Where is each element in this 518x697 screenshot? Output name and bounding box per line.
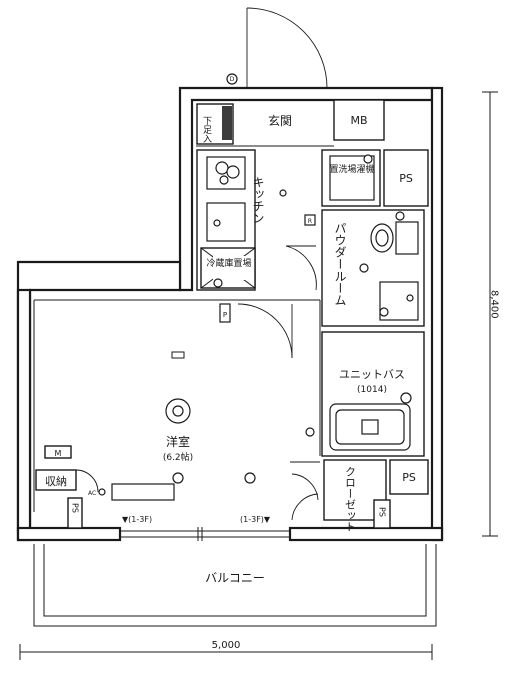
closet-label: クローゼット (344, 466, 357, 532)
ps-top-label: PS (399, 172, 413, 185)
ps-bottom-label: PS (402, 471, 416, 484)
western-room-area: 洋室 (6.2帖) P AC (33, 299, 321, 512)
r-mark: R (308, 218, 312, 225)
ac-mark: AC (88, 490, 96, 497)
storage-area: M 収納 PS (35, 445, 99, 529)
kitchen-area: キッチン 冷蔵庫置場 (196, 149, 317, 291)
washer-label: 置洗場濯機 (329, 163, 374, 175)
western-room-size: (6.2帖) (163, 451, 193, 463)
floor-marker-right: (1-3F)▼ (240, 515, 271, 524)
powder-room-area: パウダールーム (321, 209, 425, 327)
outer-walls (16, 86, 444, 542)
balcony-area: バルコニー (33, 544, 437, 627)
shoe-box-label: 下足入 (201, 116, 212, 143)
fridge-label: 冷蔵庫置場 (206, 257, 251, 269)
unit-bath-area: ユニットバス (1014) (321, 331, 425, 457)
ps-right-label: PS (378, 507, 387, 517)
kitchen-label: キッチン (251, 176, 265, 224)
western-room-label: 洋室 (166, 434, 190, 449)
p-mark: P (223, 311, 227, 319)
entry-door: D (226, 7, 328, 89)
depth-dimension: 8,400 (489, 290, 500, 319)
unit-bath-size: (1014) (357, 385, 387, 395)
entrance-label: 玄関 (268, 113, 292, 128)
ps-left-label: PS (71, 503, 80, 513)
closet-area: クローゼット PS PS (290, 459, 429, 532)
dimension-lines: 5,000 8,400 (19, 91, 500, 660)
floor-marker-left: ▼(1-3F) (122, 515, 152, 524)
floor-markers: ▼(1-3F) (1-3F)▼ (122, 515, 271, 524)
d-mark: D (230, 76, 235, 83)
balcony-label: バルコニー (205, 571, 265, 585)
entrance-area: 下足入 玄関 MB (196, 99, 385, 147)
meter-label: M (55, 449, 62, 458)
unit-bath-label: ユニットバス (339, 368, 405, 381)
washer-area: 置洗場濯機 PS R (304, 149, 429, 226)
storage-label: 収納 (45, 475, 67, 488)
powder-room-label: パウダールーム (333, 222, 347, 306)
width-dimension: 5,000 (212, 640, 241, 651)
mb-label: MB (350, 114, 367, 127)
